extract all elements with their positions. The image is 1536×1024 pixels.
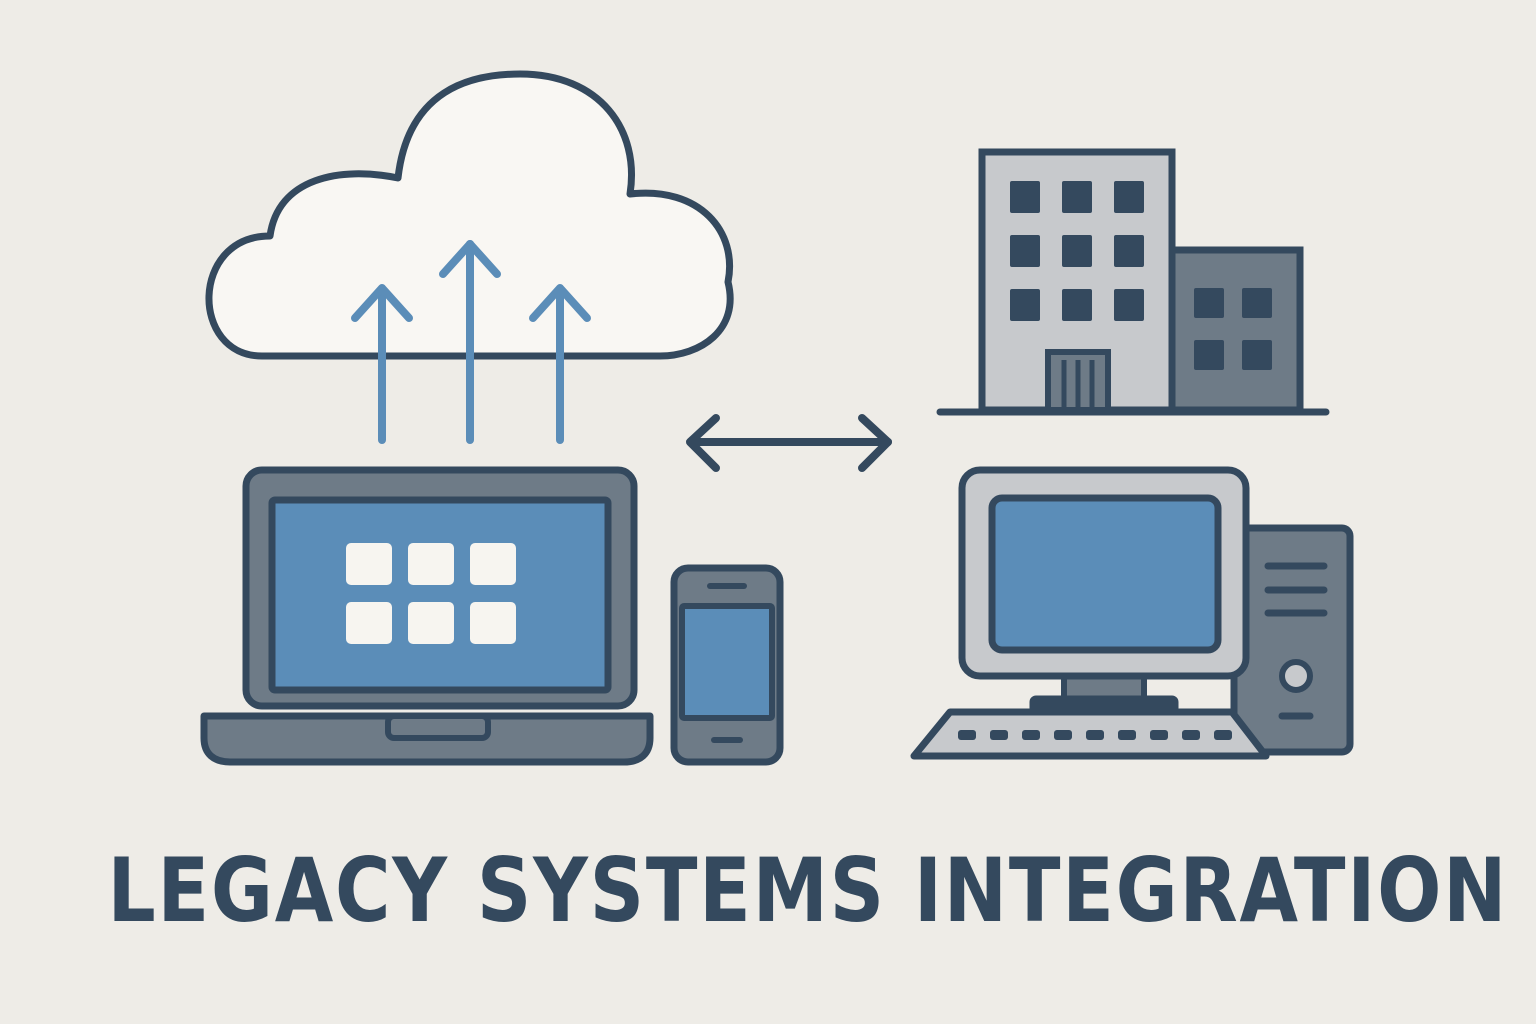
app-tile	[408, 543, 454, 585]
tower-power-button	[1279, 659, 1313, 693]
computer-tower-icon	[1230, 524, 1354, 756]
building-annex	[1162, 246, 1304, 414]
keyboard-keys	[958, 730, 1232, 740]
building-windows	[1010, 181, 1272, 370]
phone-screen	[679, 603, 775, 721]
app-tile	[346, 543, 392, 585]
office-building-icon	[936, 148, 1330, 416]
cloud-icon	[205, 70, 734, 360]
laptop-screen	[268, 496, 612, 694]
keyboard-icon	[910, 708, 1270, 760]
app-tile	[470, 543, 516, 585]
app-tile	[470, 602, 516, 644]
diagram-caption: LEGACY SYSTEMS INTEGRATION	[107, 839, 1509, 942]
cloud-shape	[205, 70, 734, 360]
app-grid-icon	[346, 543, 516, 644]
app-tile	[346, 602, 392, 644]
smartphone-icon	[670, 564, 784, 766]
monitor-screen	[988, 494, 1222, 654]
upload-arrow-middle	[439, 240, 501, 444]
bidirectional-arrow-icon	[686, 414, 892, 472]
app-tile	[408, 602, 454, 644]
upload-arrow-right	[529, 284, 591, 444]
laptop-trackpad-notch	[385, 713, 491, 741]
upload-arrow-left	[351, 284, 413, 444]
desktop-computer-icon	[958, 466, 1250, 715]
upload-arrows-icon	[351, 240, 591, 444]
